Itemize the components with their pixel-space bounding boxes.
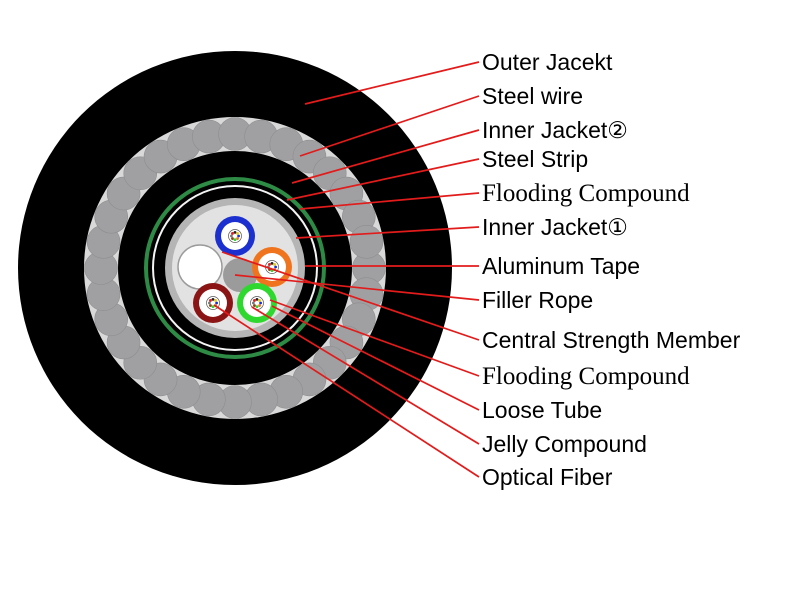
optical-fiber [233, 238, 237, 242]
label-inner-jacket-1: Inner Jacket① [482, 214, 628, 240]
label-flooding-compound-2: Flooding Compound [482, 363, 690, 390]
optical-fiber [259, 301, 262, 305]
leader-line-steel-wire [299, 95, 480, 157]
optical-fiber [258, 304, 261, 307]
optical-fiber [231, 237, 234, 240]
optical-fiber [233, 231, 237, 234]
optical-fiber [268, 263, 271, 266]
leader-line-optical-fiber [213, 304, 480, 478]
optical-fiber [255, 305, 259, 308]
label-inner-jacket-2: Inner Jacket② [482, 117, 628, 143]
optical-fiber [230, 234, 233, 238]
optical-fiber [252, 301, 255, 305]
optical-fiber [215, 301, 219, 305]
leader-line-loose-tube [271, 305, 480, 411]
label-loose-tube: Loose Tube [482, 397, 602, 423]
steel-wire-strand [349, 225, 384, 259]
leader-line-inner-jacket-2 [291, 129, 480, 184]
label-aluminum-tape: Aluminum Tape [482, 253, 640, 279]
optical-fiber [208, 301, 211, 305]
optical-fiber [273, 263, 276, 266]
leader-line-flooding-compound-2 [269, 299, 480, 377]
cable-cross-section [18, 51, 452, 485]
optical-fiber [211, 298, 215, 301]
optical-fiber [274, 265, 277, 269]
label-steel-wire: Steel wire [482, 83, 583, 109]
label-filler-rope: Filler Rope [482, 287, 593, 313]
optical-fiber [270, 262, 274, 265]
leader-line-steel-strip [286, 158, 480, 201]
label-optical-fiber: Optical Fiber [482, 464, 613, 490]
optical-fiber [214, 299, 217, 302]
optical-fiber [236, 237, 239, 240]
optical-fiber [231, 232, 234, 235]
leader-line-filler-rope [234, 274, 480, 301]
label-jelly-compound: Jelly Compound [482, 431, 647, 457]
leader-line-inner-jacket-1 [295, 226, 480, 239]
label-flooding-compound-1: Flooding Compound [482, 180, 690, 207]
leader-line-jelly-compound [251, 306, 480, 445]
leader-lines [213, 61, 480, 478]
leader-line-flooding-compound-1 [299, 192, 480, 210]
optical-fiber [237, 234, 241, 238]
filler-rope [177, 244, 223, 290]
optical-fiber [236, 232, 239, 235]
label-central-strength-member: Central Strength Member [482, 327, 741, 353]
optical-fiber [253, 299, 256, 302]
optical-fiber [258, 299, 261, 302]
optical-fiber [209, 299, 212, 302]
leader-line-outer-jacket [304, 61, 480, 105]
optical-fiber [211, 305, 215, 308]
optical-fiber [255, 298, 259, 301]
optical-fiber [253, 304, 256, 307]
label-outer-jacket: Outer Jacekt [482, 49, 613, 75]
leader-line-central-strength-member [221, 251, 480, 341]
optical-fiber [209, 304, 212, 307]
label-steel-strip: Steel Strip [482, 146, 588, 172]
